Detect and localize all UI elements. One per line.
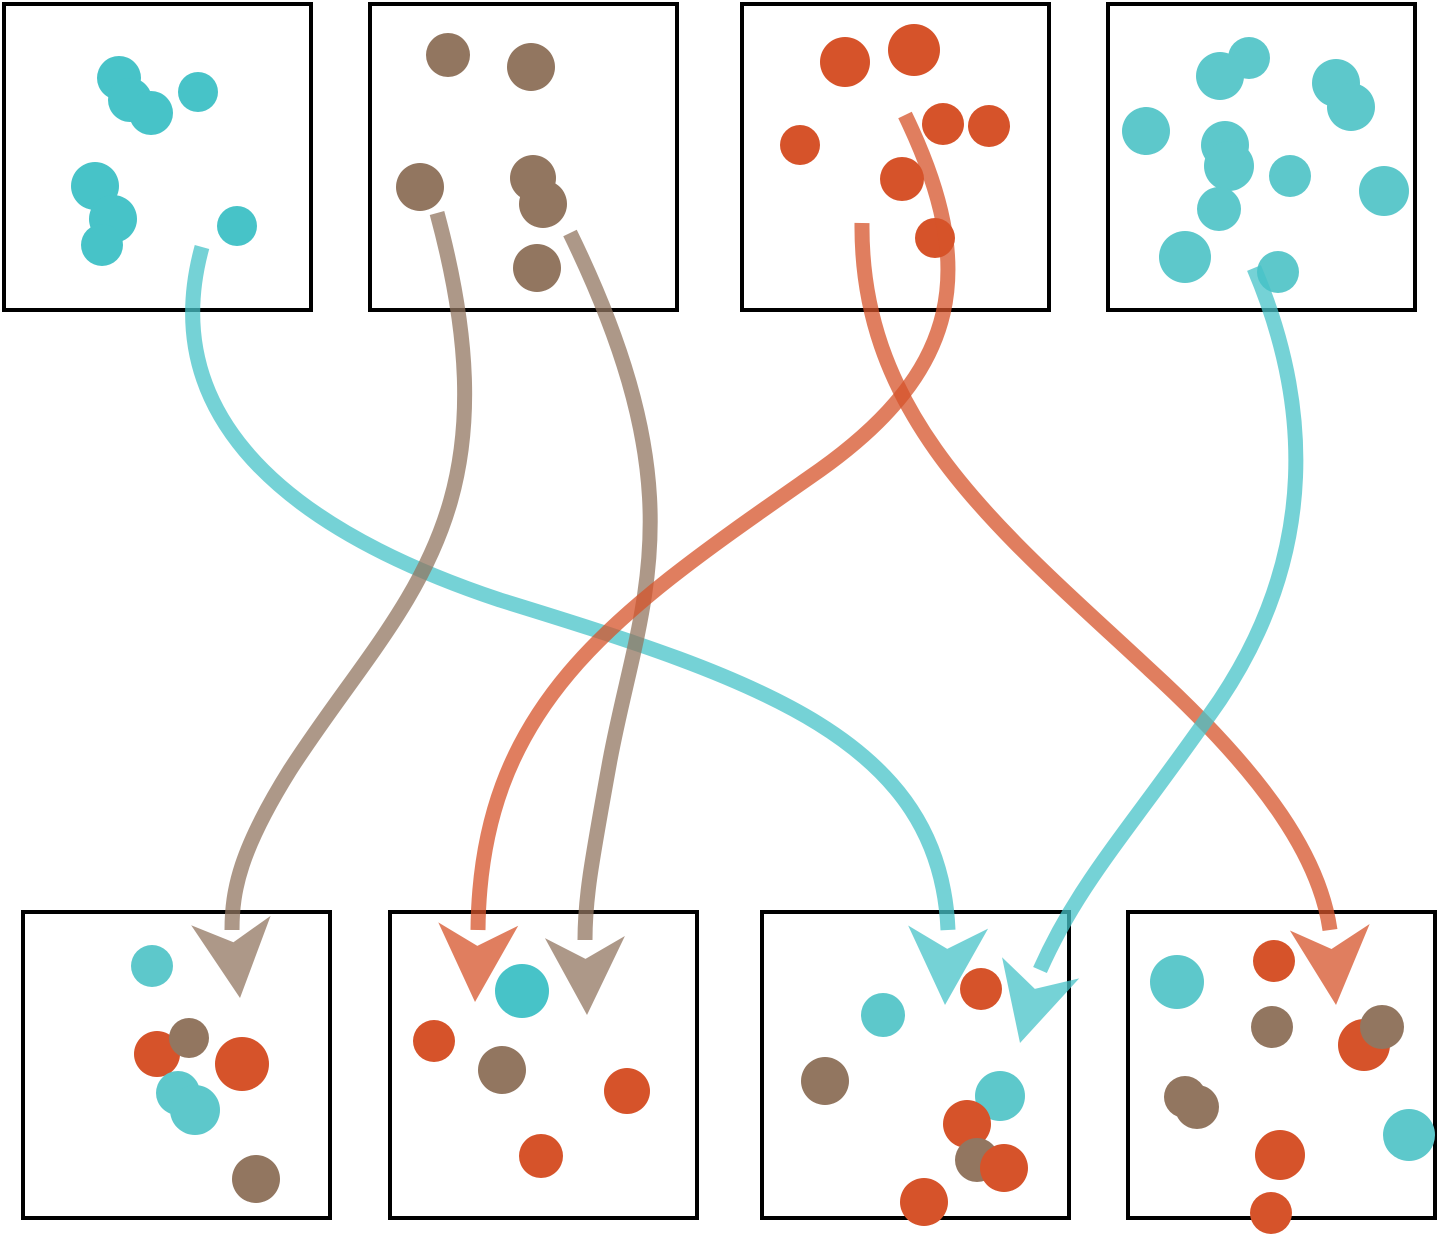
bottom-1-dot — [232, 1155, 280, 1203]
top-4-dot — [1122, 107, 1170, 155]
flow-arrowhead-3 — [544, 935, 625, 1015]
bottom-3-dot — [980, 1144, 1028, 1192]
bottom-4-dot — [1253, 940, 1295, 982]
top-4-dot — [1196, 52, 1244, 100]
flows-layer — [185, 111, 1370, 1043]
flow-arrow-6 — [1033, 265, 1304, 974]
top-3-dot — [968, 105, 1010, 147]
top-1-dot — [217, 206, 257, 246]
top-1-box — [2, 2, 313, 312]
bottom-3-dot — [861, 993, 905, 1037]
bottom-4-dot — [1250, 1192, 1292, 1234]
top-4-dot — [1204, 141, 1254, 191]
bottom-4-dot — [1360, 1005, 1404, 1049]
top-4-dot — [1327, 83, 1375, 131]
top-4-box — [1106, 2, 1417, 312]
top-3-dot — [880, 157, 924, 201]
top-4-dot — [1359, 166, 1409, 216]
flow-arrow-1 — [185, 245, 956, 931]
flow-arrow-4 — [470, 111, 956, 931]
top-1-dot — [81, 224, 123, 266]
bottom-4-dot — [1383, 1109, 1435, 1161]
dots-layer — [71, 24, 1435, 1234]
flow-arrowhead-1 — [908, 925, 989, 1005]
bottom-3-dot — [943, 1100, 991, 1148]
top-4-dot — [1197, 187, 1241, 231]
top-4-dot — [1269, 155, 1311, 197]
top-2-dot — [513, 244, 561, 292]
top-1-dot — [129, 91, 173, 135]
bottom-3-dot — [975, 1071, 1025, 1121]
bottom-2-box — [388, 910, 699, 1220]
bottom-1-box — [21, 910, 332, 1220]
top-3-box — [740, 2, 1051, 312]
flow-arrowhead-4 — [438, 922, 519, 1002]
bottom-2-dot — [478, 1046, 526, 1094]
top-3-dot — [820, 37, 870, 87]
flow-arrowhead-2 — [191, 915, 271, 998]
top-3-dot — [922, 103, 964, 145]
top-3-dot — [780, 125, 820, 165]
bottom-1-dot — [215, 1037, 269, 1091]
bottom-3-dot — [801, 1057, 849, 1105]
top-2-dot — [519, 180, 567, 228]
top-2-dot — [426, 33, 470, 77]
bottom-1-dot — [170, 1085, 220, 1135]
bottom-4-dot — [1251, 1006, 1293, 1048]
top-2-dot — [507, 43, 555, 91]
bottom-3-dot — [900, 1178, 948, 1226]
bottom-4-dot — [1150, 955, 1204, 1009]
bottom-1-dot — [131, 945, 173, 987]
bottom-4-dot — [1255, 1130, 1305, 1180]
bottom-3-dot — [960, 968, 1002, 1010]
top-2-box — [368, 2, 679, 312]
top-3-dot — [888, 24, 940, 76]
top-2-dot — [396, 163, 444, 211]
bottom-2-dot — [519, 1134, 563, 1178]
flow-arrow-3 — [563, 229, 658, 941]
bottom-2-dot — [495, 964, 549, 1018]
top-1-dot — [178, 72, 218, 112]
flow-arrow-2 — [224, 211, 473, 931]
bottom-1-dot — [169, 1018, 209, 1058]
top-4-dot — [1159, 231, 1211, 283]
bottom-4-dot — [1175, 1085, 1219, 1129]
bottom-1-dot — [134, 1031, 180, 1077]
bottom-2-dot — [413, 1020, 455, 1062]
bottom-2-dot — [604, 1068, 650, 1114]
flow-arrowhead-6 — [1002, 957, 1080, 1043]
flow-arrow-5 — [854, 222, 1338, 932]
flow-arrowhead-5 — [1289, 924, 1370, 1005]
